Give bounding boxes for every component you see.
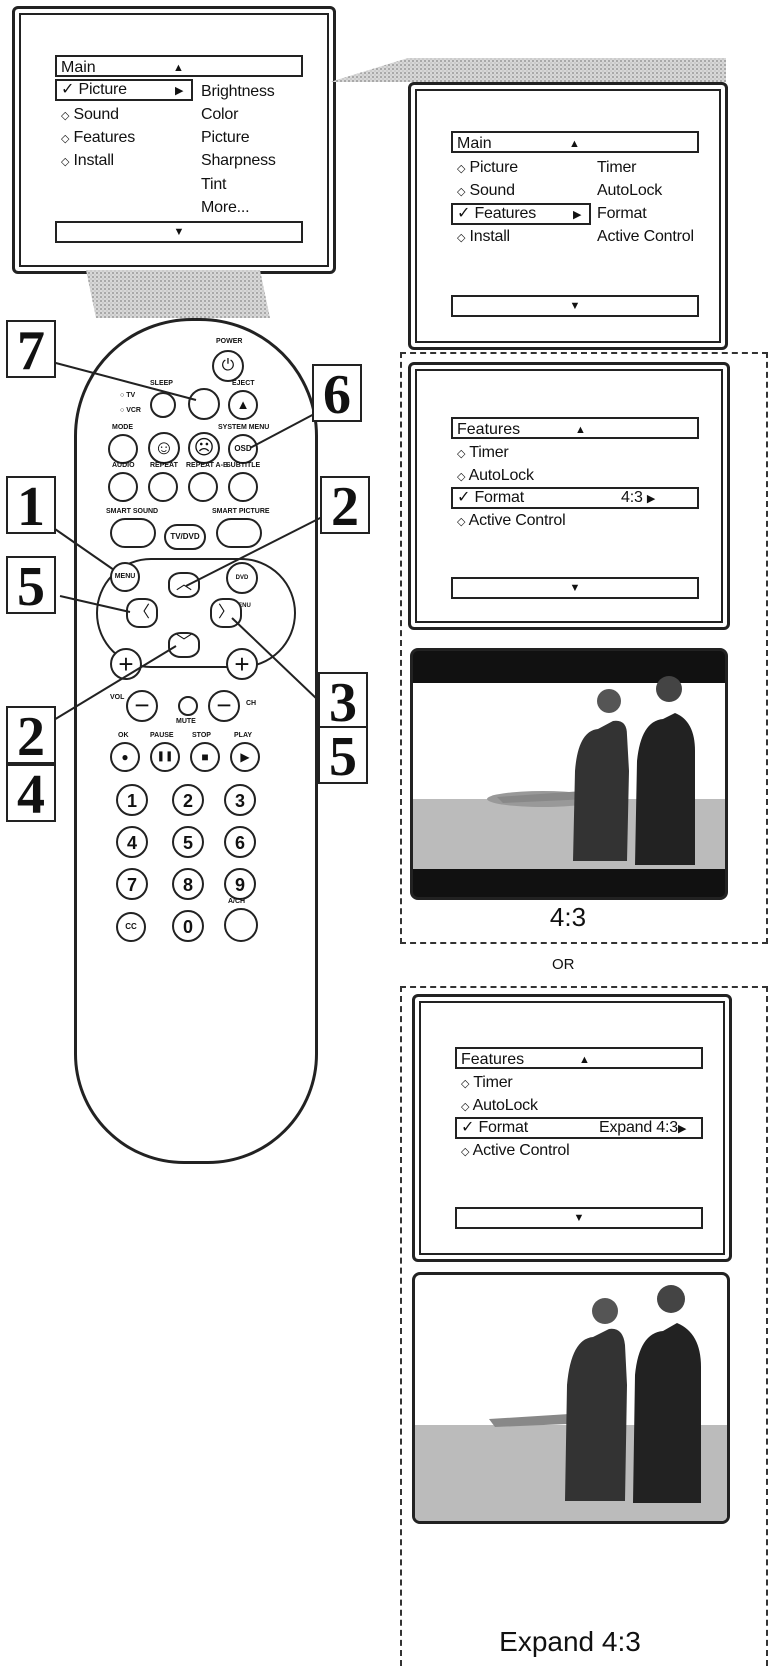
sub-item-format: Format <box>597 204 646 224</box>
airport-scene-illustration <box>413 651 725 897</box>
right-arrow-icon: ▶ <box>678 1123 686 1135</box>
menu-item-timer[interactable]: ◇ Timer <box>461 1073 513 1094</box>
right-arrow-icon: ▶ <box>573 208 581 221</box>
menu-item-active-control[interactable]: ◇ Active Control <box>461 1141 569 1162</box>
format-value: Expand 4:3▶ <box>599 1118 686 1139</box>
step-4: 4 <box>6 764 56 822</box>
tv-screen-features-43: Features▲ ◇ Timer ◇ AutoLock ✓ Format 4:… <box>408 362 730 630</box>
dashed-frame-top-2 <box>400 986 768 988</box>
digit-9-button[interactable]: 9 <box>224 868 256 900</box>
step-2-bottom: 2 <box>6 706 56 764</box>
menu-item-format[interactable]: ✓ Format <box>457 488 524 508</box>
right-arrow-icon: ▶ <box>647 493 655 505</box>
format-value: 4:3 ▶ <box>621 488 655 509</box>
dashed-frame-right-2 <box>766 986 768 1666</box>
step-5-right: 5 <box>318 726 368 784</box>
airport-scene-illustration <box>415 1275 727 1521</box>
sub-item-active-control: Active Control <box>597 227 694 247</box>
ach-label: A/CH <box>228 898 245 905</box>
digit-8-button[interactable]: 8 <box>172 868 204 900</box>
picture-expand-4-3 <box>412 1272 730 1524</box>
dashed-frame-bottom <box>400 942 768 944</box>
menu-item-picture[interactable]: ◇ Picture <box>457 158 518 179</box>
menu-item-format[interactable]: ✓ Format <box>461 1118 528 1138</box>
dashed-frame-left <box>400 352 402 944</box>
digit-6-button[interactable]: 6 <box>224 826 256 858</box>
menu-item-features[interactable]: ✓ Features <box>457 204 536 224</box>
cc-button[interactable]: CC <box>116 912 146 942</box>
menu-item-autolock[interactable]: ◇ AutoLock <box>461 1096 538 1117</box>
tv-screen-main-features: Main▲ ◇ Picture ◇ Sound ✓ Features ▶ ◇ I… <box>408 82 728 350</box>
menu-footer-bar: ▼ <box>451 295 699 317</box>
menu-item-sound[interactable]: ◇ Sound <box>457 181 515 202</box>
step-2-top: 2 <box>320 476 370 534</box>
menu-item-install[interactable]: ◇ Install <box>457 227 510 248</box>
digit-7-button[interactable]: 7 <box>116 868 148 900</box>
tv-screen-features-expand: Features▲ ◇ Timer ◇ AutoLock ✓ Format Ex… <box>412 994 732 1262</box>
menu-footer-bar: ▼ <box>455 1207 703 1229</box>
step-7: 7 <box>6 320 56 378</box>
step-5-left: 5 <box>6 556 56 614</box>
dashed-frame-left-2 <box>400 986 402 1666</box>
menu-item-autolock[interactable]: ◇ AutoLock <box>457 466 534 487</box>
digit-5-button[interactable]: 5 <box>172 826 204 858</box>
caption-4-3: 4:3 <box>530 902 606 933</box>
menu-header: Features▲ <box>455 1047 703 1069</box>
step-6: 6 <box>312 364 362 422</box>
menu-header: Features▲ <box>451 417 699 439</box>
step-1: 1 <box>6 476 56 534</box>
sub-item-timer: Timer <box>597 158 636 178</box>
menu-footer-bar: ▼ <box>451 577 699 599</box>
menu-item-active-control[interactable]: ◇ Active Control <box>457 511 565 532</box>
ach-button[interactable] <box>224 908 258 942</box>
digit-4-button[interactable]: 4 <box>116 826 148 858</box>
dashed-frame-right <box>766 352 768 944</box>
step-3: 3 <box>318 672 368 730</box>
digit-0-button[interactable]: 0 <box>172 910 204 942</box>
sub-item-autolock: AutoLock <box>597 181 662 201</box>
menu-header: Main▲ <box>451 131 699 153</box>
caption-expand-4-3: Expand 4:3 <box>480 1626 660 1658</box>
or-label: OR <box>552 956 575 973</box>
menu-item-timer[interactable]: ◇ Timer <box>457 443 509 464</box>
picture-4-3 <box>410 648 728 900</box>
dashed-frame-top <box>400 352 768 354</box>
